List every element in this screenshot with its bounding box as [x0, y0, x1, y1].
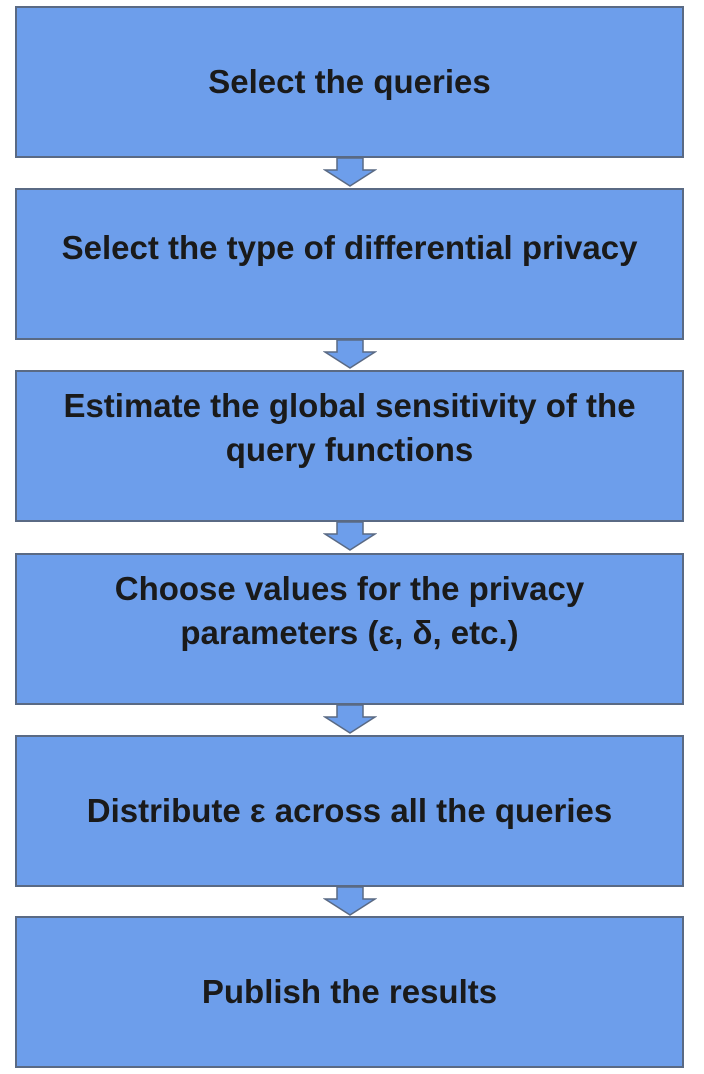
down-arrow-icon	[323, 521, 377, 551]
step-choose-parameters: Choose values for the privacy parameters…	[15, 553, 684, 705]
down-arrow-icon	[323, 157, 377, 187]
step-label: Select the queries	[208, 63, 491, 100]
step-label: Select the type of differential privacy	[61, 229, 638, 266]
step-label: Publish the results	[201, 973, 498, 1010]
step-label: Estimate the global sensitivity of the q…	[63, 387, 636, 468]
step-estimate-sensitivity: Estimate the global sensitivity of the q…	[15, 370, 684, 522]
down-arrow-icon	[323, 339, 377, 369]
step-select-queries: Select the queries	[15, 6, 684, 158]
down-arrow-icon	[323, 704, 377, 734]
step-publish-results: Publish the results	[15, 916, 684, 1068]
step-label: Distribute ε across all the queries	[86, 792, 613, 829]
step-label: Choose values for the privacy parameters…	[114, 570, 585, 651]
step-select-dp-type: Select the type of differential privacy	[15, 188, 684, 340]
down-arrow-icon	[323, 886, 377, 916]
step-distribute-epsilon: Distribute ε across all the queries	[15, 735, 684, 887]
